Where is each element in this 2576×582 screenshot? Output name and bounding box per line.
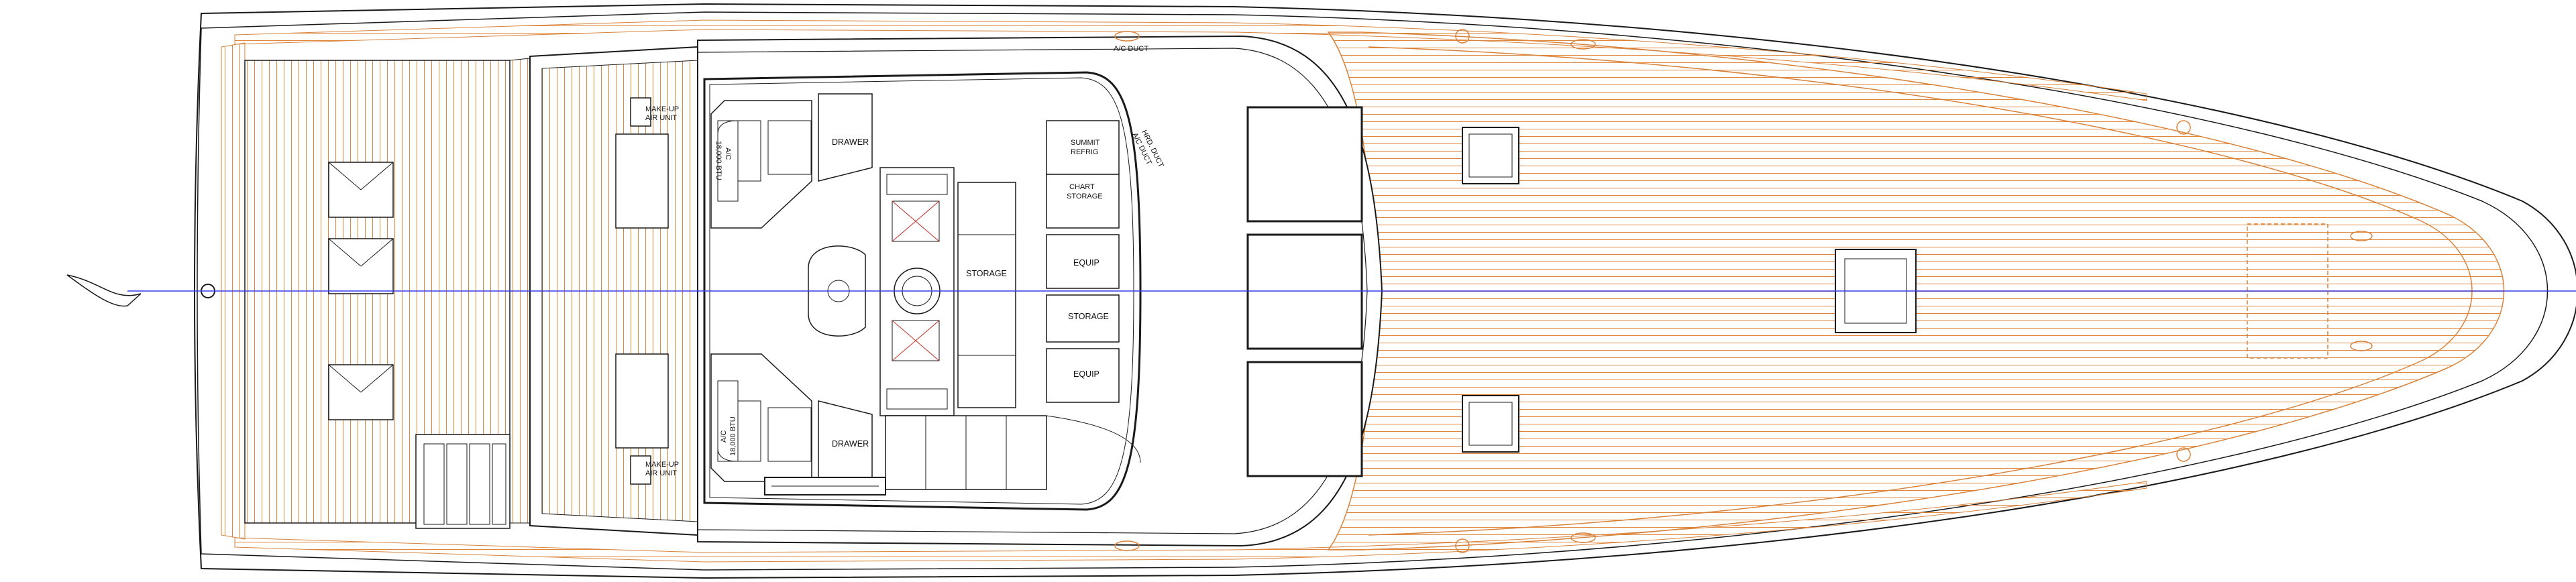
summit-refrig-line1: SUMMIT — [1071, 139, 1100, 147]
ac-upper-line2: 18,000 BTU — [714, 141, 722, 180]
cleats — [1114, 29, 2373, 553]
storage-right-cabinet — [1046, 294, 1120, 343]
chart-storage-line1: CHART — [1069, 183, 1095, 191]
makeup-air-lower-line2: AIR UNIT — [645, 469, 677, 477]
equip-lower-label: EQUIP — [1073, 369, 1099, 379]
equip-upper-cabinet — [1046, 234, 1120, 289]
foredeck-hatch-lower — [1462, 395, 1519, 453]
drawer-upper-label: DRAWER — [832, 137, 869, 147]
makeup-air-lower-line1: MAKE-UP — [645, 461, 679, 469]
makeup-air-upper-line1: MAKE-UP — [645, 105, 679, 113]
aft-cushions — [615, 133, 669, 449]
chart-storage-line2: STORAGE — [1067, 192, 1103, 200]
equip-upper-label: EQUIP — [1073, 258, 1099, 268]
windscreen-panels — [1246, 106, 1363, 477]
aft-hatch-2 — [328, 238, 394, 294]
makeup-air-unit-lower — [630, 455, 651, 485]
storage-right-label: STORAGE — [1068, 312, 1109, 321]
chart-storage-cabinet — [1046, 174, 1120, 229]
lower-sliding-door — [764, 477, 886, 496]
summit-refrig-cabinet — [1046, 120, 1120, 175]
ac-lower-line2: 18,000 BTU — [729, 416, 737, 456]
aft-stairs — [415, 434, 511, 529]
makeup-air-unit-upper — [630, 97, 651, 127]
aft-hatch-3 — [328, 364, 394, 420]
stern-flagstaff — [66, 274, 215, 307]
ac-unit-upper — [717, 120, 739, 202]
ac-upper-line1: A/C — [724, 148, 732, 160]
ac-unit-lower — [717, 380, 739, 462]
aft-hatch-1 — [328, 162, 394, 218]
helm-console — [879, 167, 955, 416]
ac-lower-line1: A/C — [720, 430, 728, 443]
ac-duct-label: A/C DUCT — [1114, 45, 1148, 53]
makeup-air-upper-line2: AIR UNIT — [645, 114, 677, 122]
foredeck-hatch-upper — [1462, 127, 1519, 184]
storage-center-label: STORAGE — [966, 269, 1007, 278]
storage-center — [957, 182, 1016, 408]
drawer-lower-label: DRAWER — [832, 439, 869, 449]
side-deck-port — [234, 19, 2147, 101]
drawer-upper — [818, 93, 873, 182]
forward-stairs — [885, 415, 1141, 490]
equip-lower-cabinet — [1046, 348, 1120, 403]
summit-refrig-line2: REFRIG — [1071, 148, 1099, 156]
side-deck-starboard — [234, 481, 2147, 563]
